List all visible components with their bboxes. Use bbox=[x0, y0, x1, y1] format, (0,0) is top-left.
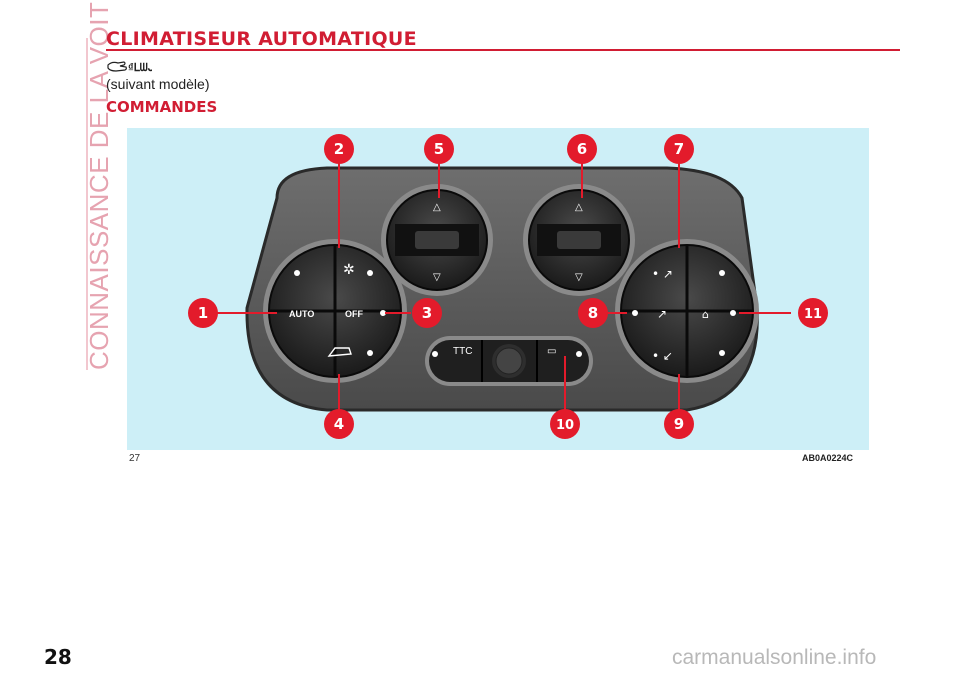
optional-equipment-icon: ₫ᒪᗯᒍ bbox=[107, 61, 152, 74]
svg-text:▽: ▽ bbox=[575, 272, 583, 283]
option-note: (suivant modèle) bbox=[106, 76, 210, 92]
figure-code: AB0A0224C bbox=[802, 453, 854, 463]
off-button-label: OFF bbox=[345, 309, 363, 319]
callout-1: 1 bbox=[188, 298, 218, 328]
climate-control-figure: ✲ AUTO OFF △ ▽ △ ▽ • ↗ ↗ ⌂ • ↙ bbox=[127, 128, 869, 450]
climate-panel-illustration: ✲ AUTO OFF △ ▽ △ ▽ • ↗ ↗ ⌂ • ↙ bbox=[188, 134, 828, 439]
ttc-button-label: TTC bbox=[453, 346, 472, 357]
callout-badges: 1 2 3 4 5 6 7 8 9 10 11 bbox=[188, 134, 828, 439]
svg-text:2: 2 bbox=[334, 140, 344, 158]
figure-number: 27 bbox=[129, 453, 141, 464]
svg-text:6: 6 bbox=[577, 140, 587, 158]
svg-text:₫ᒪᗯᒍ: ₫ᒪᗯᒍ bbox=[128, 62, 152, 74]
svg-text:3: 3 bbox=[422, 304, 432, 322]
section-title: COMMANDES bbox=[106, 98, 218, 116]
callout-8: 8 bbox=[578, 298, 608, 328]
right-vent: △ ▽ bbox=[523, 184, 635, 296]
callout-3: 3 bbox=[412, 298, 442, 328]
left-control-knob: ✲ AUTO OFF bbox=[263, 239, 407, 383]
svg-text:8: 8 bbox=[588, 304, 598, 322]
svg-text:⌂: ⌂ bbox=[702, 308, 709, 321]
callout-11: 11 bbox=[798, 298, 828, 328]
svg-text:7: 7 bbox=[674, 140, 684, 158]
svg-text:• ↙: • ↙ bbox=[652, 349, 673, 363]
svg-text:△: △ bbox=[433, 202, 441, 213]
svg-text:△: △ bbox=[575, 202, 583, 213]
svg-text:▭: ▭ bbox=[547, 346, 556, 357]
svg-text:↗: ↗ bbox=[657, 307, 667, 321]
page-number: 28 bbox=[44, 645, 72, 669]
callout-5: 5 bbox=[424, 134, 454, 164]
title-underline bbox=[106, 49, 900, 51]
svg-text:1: 1 bbox=[198, 304, 208, 322]
svg-text:4: 4 bbox=[334, 415, 344, 433]
svg-text:5: 5 bbox=[434, 140, 444, 158]
callout-2: 2 bbox=[324, 134, 354, 164]
svg-text:▽: ▽ bbox=[433, 272, 441, 283]
chapter-sidebar-rule bbox=[86, 38, 88, 370]
auto-button-label: AUTO bbox=[289, 309, 314, 319]
watermark: carmanualsonline.info bbox=[672, 646, 877, 669]
left-vent: △ ▽ bbox=[381, 184, 493, 296]
callout-10: 10 bbox=[550, 409, 580, 439]
callout-9: 9 bbox=[664, 409, 694, 439]
callout-6: 6 bbox=[567, 134, 597, 164]
chapter-sidebar-title: CONNAISSANCE DE LA VOITURE bbox=[84, 0, 114, 370]
page-title: CLIMATISEUR AUTOMATIQUE bbox=[106, 28, 417, 50]
ttc-button-bar: TTC ▭ bbox=[425, 336, 593, 386]
right-control-knob: • ↗ ↗ ⌂ • ↙ bbox=[615, 239, 759, 383]
svg-text:10: 10 bbox=[556, 418, 574, 433]
svg-text:• ↗: • ↗ bbox=[652, 267, 673, 281]
svg-text:9: 9 bbox=[674, 415, 684, 433]
callout-4: 4 bbox=[324, 409, 354, 439]
callout-lines bbox=[217, 160, 791, 410]
svg-text:11: 11 bbox=[804, 307, 822, 322]
callout-7: 7 bbox=[664, 134, 694, 164]
svg-text:✲: ✲ bbox=[343, 262, 355, 278]
